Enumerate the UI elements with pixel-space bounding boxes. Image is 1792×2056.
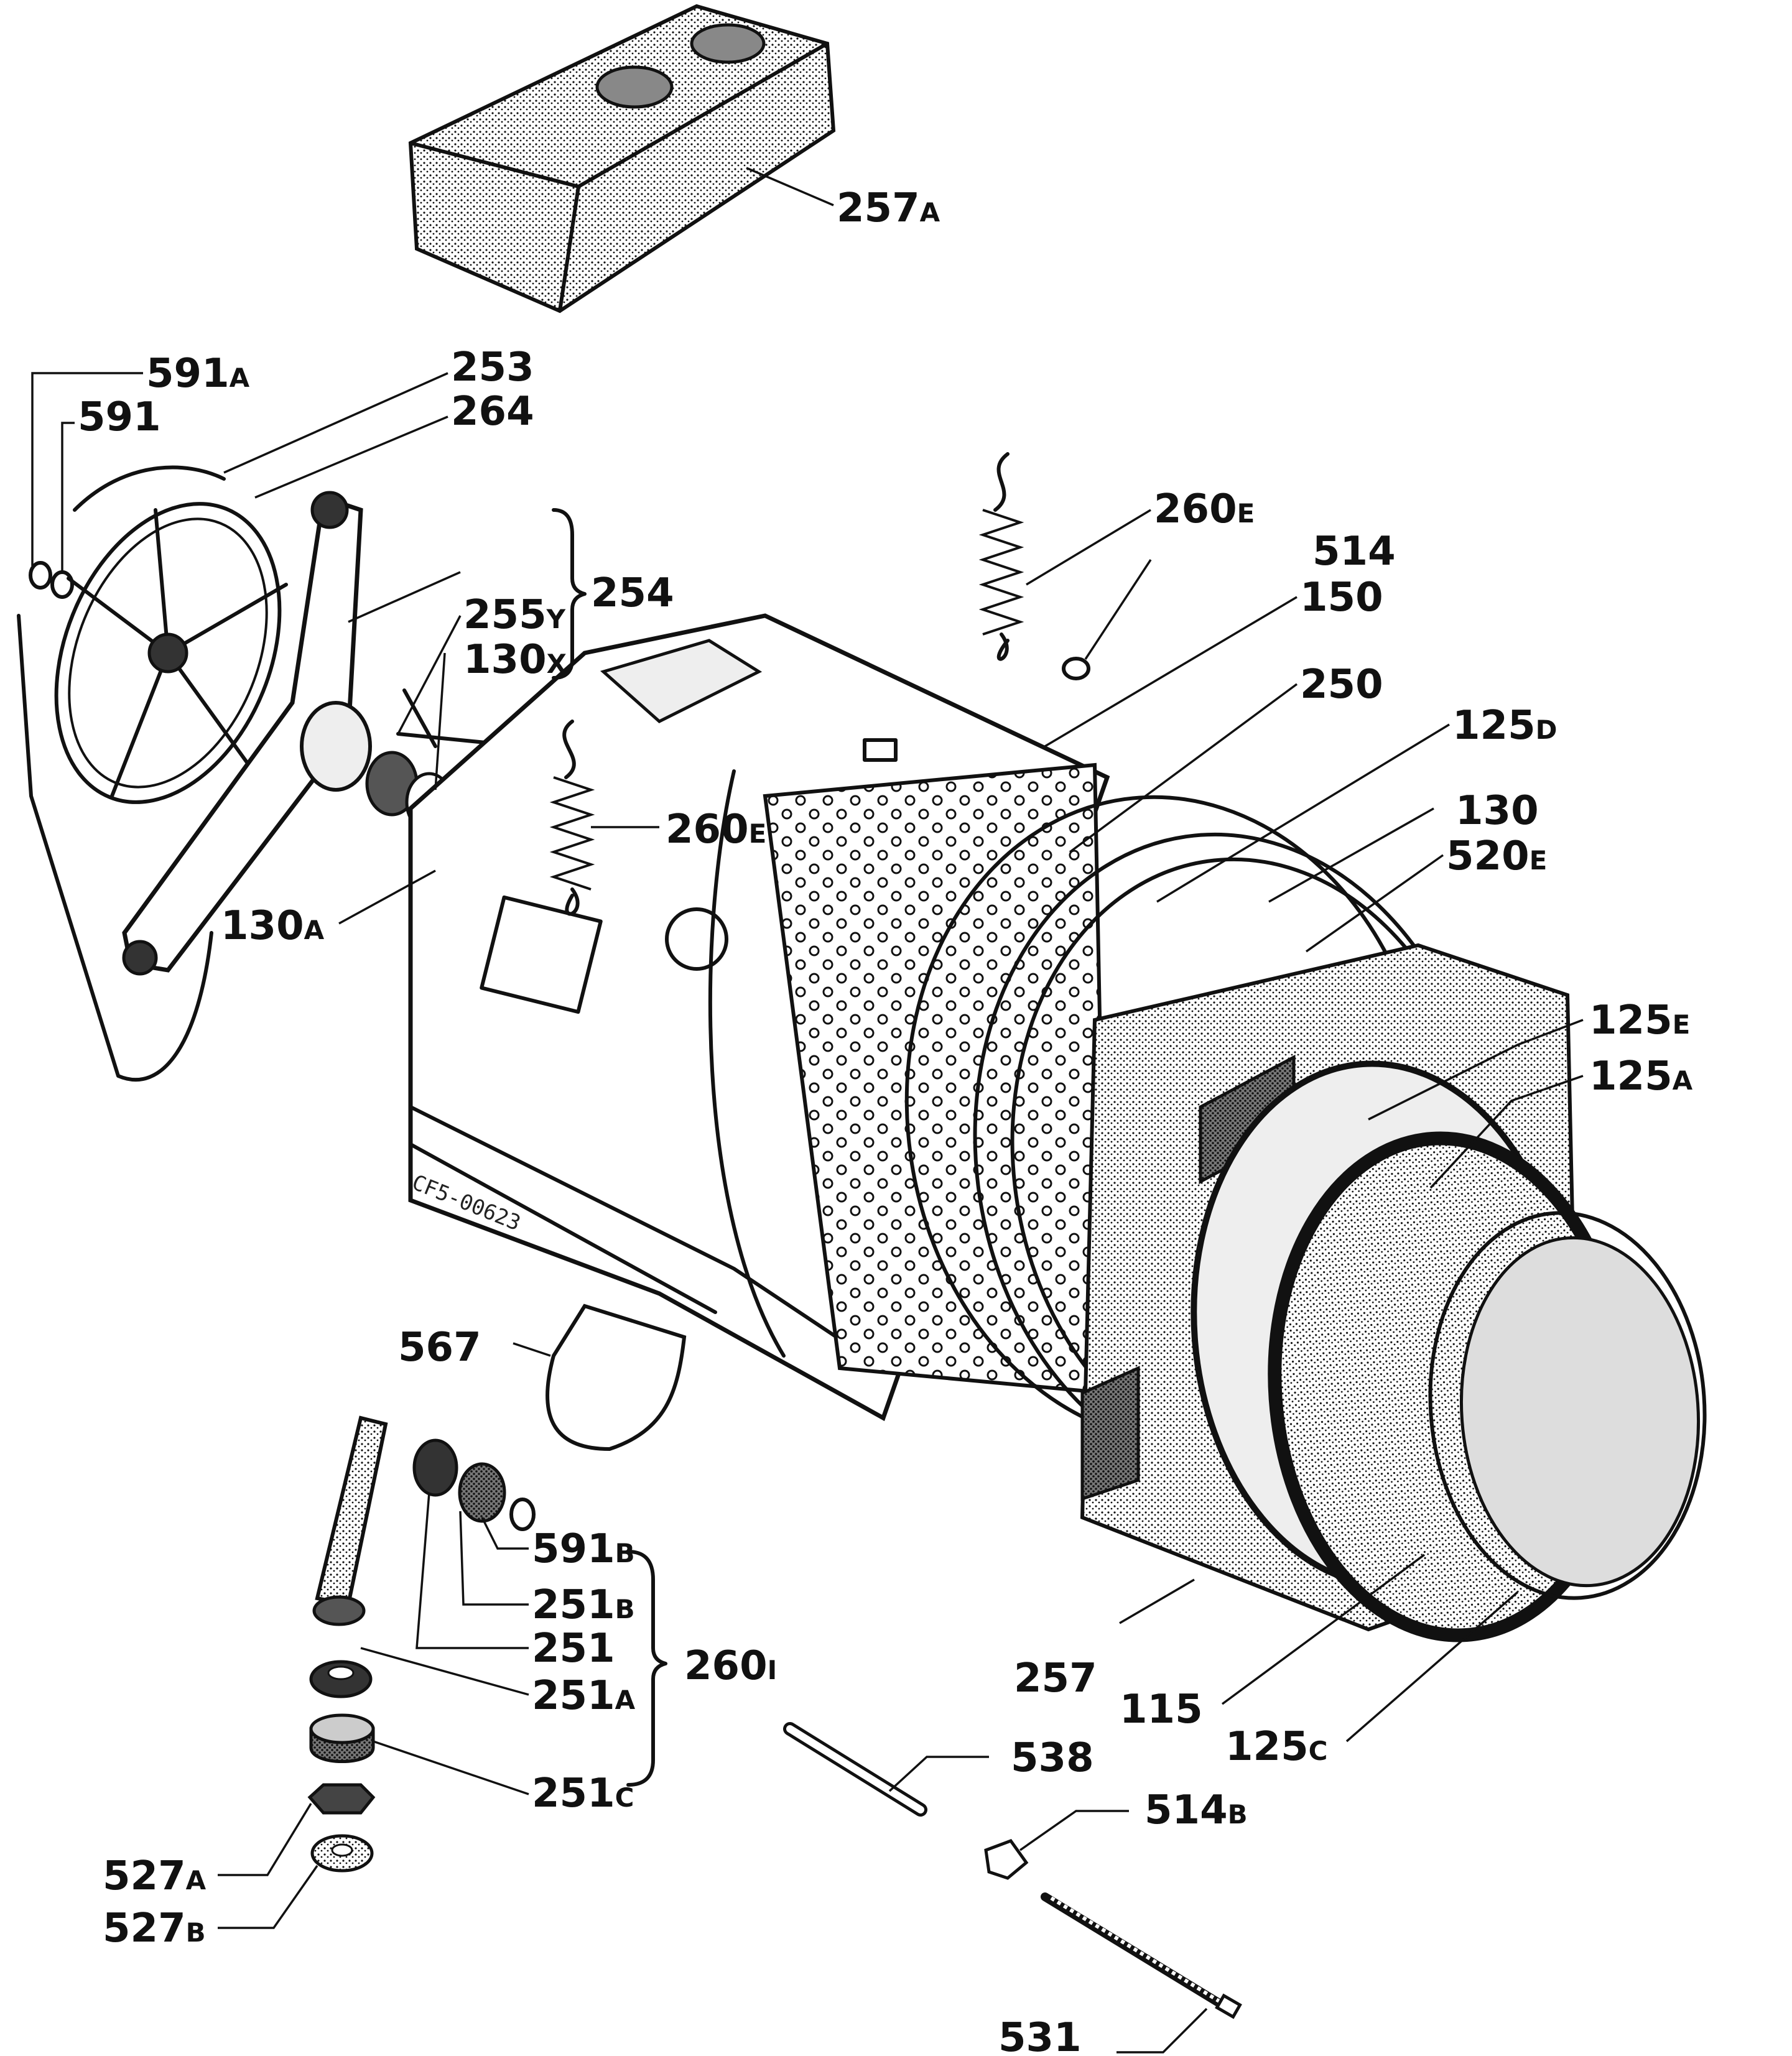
bush-251A: [309, 1660, 373, 1698]
bracket-567: [545, 1304, 687, 1452]
nut-527A: [307, 1783, 376, 1815]
label-260E-mid: 260E: [666, 807, 766, 853]
spring-lower: [549, 720, 595, 916]
label-255Y: 255Y: [463, 592, 566, 638]
label-130X: 130X: [463, 637, 567, 683]
label-125C: 125C: [1225, 1724, 1327, 1770]
label-591A: 591A: [146, 351, 250, 397]
label-257A: 257A: [837, 185, 940, 231]
bolt-head-514B: [984, 1838, 1029, 1880]
label-251A: 251A: [532, 1673, 636, 1719]
label-125D: 125D: [1452, 703, 1557, 749]
counterweight-top: [408, 4, 836, 313]
label-527A: 527A: [103, 1853, 207, 1899]
label-251B: 251B: [532, 1582, 635, 1628]
label-527B: 527B: [103, 1906, 206, 1952]
label-251C: 251C: [532, 1771, 634, 1817]
label-257: 257: [1014, 1655, 1097, 1702]
label-591B: 591B: [532, 1526, 635, 1572]
label-115: 115: [1120, 1687, 1203, 1733]
label-130A: 130A: [221, 903, 325, 949]
drive-belt: [17, 465, 226, 1082]
pin-538: [783, 1722, 927, 1817]
label-531: 531: [998, 2015, 1082, 2056]
bolt-531: [1041, 1892, 1242, 2019]
bush-251C: [309, 1713, 375, 1763]
label-260E-top: 260E: [1154, 486, 1255, 532]
washers-591: [29, 561, 74, 599]
label-130: 130: [1455, 788, 1539, 834]
label-264: 264: [451, 389, 534, 435]
washer-591B: [509, 1498, 536, 1531]
spring-upper: [978, 452, 1024, 661]
label-150: 150: [1300, 575, 1383, 621]
drive-pulley: [54, 502, 288, 804]
label-253: 253: [451, 345, 534, 391]
nut-514: [1062, 657, 1090, 680]
label-125E: 125E: [1589, 998, 1690, 1044]
door-seal-rings: [1191, 1060, 1707, 1642]
label-125A: 125A: [1589, 1053, 1693, 1100]
label-591: 591: [78, 394, 161, 440]
label-514: 514: [1312, 529, 1396, 575]
label-514B: 514B: [1144, 1787, 1248, 1833]
label-251: 251: [532, 1626, 615, 1672]
label-250: 250: [1300, 662, 1383, 708]
label-520E: 520E: [1446, 833, 1547, 879]
label-538: 538: [1011, 1735, 1094, 1781]
disc-251B: [458, 1462, 506, 1523]
shock-absorber-arm: [312, 1415, 388, 1626]
label-254: 254: [591, 570, 674, 616]
washer-527B: [310, 1834, 374, 1873]
disc-251: [412, 1438, 458, 1497]
leader-lines: [31, 167, 1584, 2054]
part-labels: 257A 591A 253 591 264 260E 514 254 150 2…: [78, 185, 1693, 2056]
label-260I: 260I: [684, 1643, 777, 1689]
label-567: 567: [398, 1325, 481, 1371]
